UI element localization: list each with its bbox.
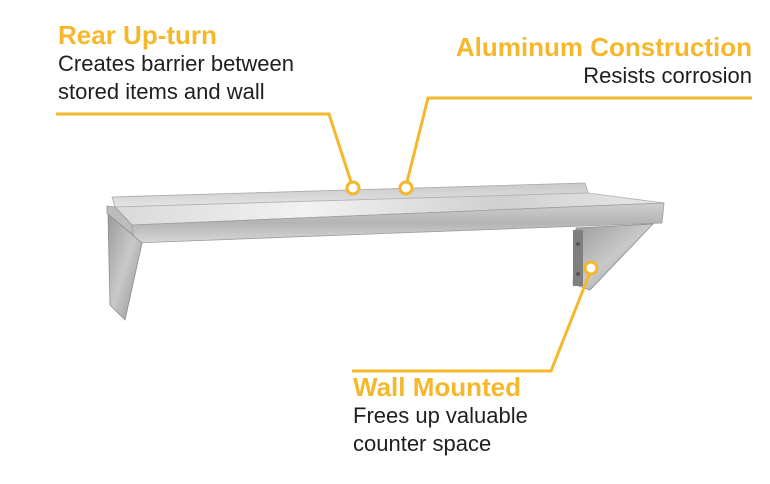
callout-description-line: Frees up valuable — [353, 403, 528, 428]
callout-description-line: counter space — [353, 431, 492, 456]
callout-title: Aluminum Construction — [455, 32, 752, 62]
callout-aluminum-construction: Aluminum Construction Resists corrosion — [456, 32, 752, 90]
callout-rear-upturn: Rear Up-turn Creates barrier between sto… — [58, 20, 294, 106]
rear-upturn-marker — [345, 180, 361, 196]
callout-title: Wall Mounted — [353, 372, 522, 402]
wall-mounted-marker — [583, 260, 599, 276]
aluminum-leader-line — [404, 96, 752, 187]
right-bracket — [572, 223, 654, 291]
wall-mounted-leader-line — [352, 269, 593, 373]
rear-upturn-leader-line — [56, 112, 355, 189]
callout-description-line: Creates barrier between — [58, 51, 295, 76]
callout-title: Rear Up-turn — [58, 20, 217, 50]
left-bracket — [107, 213, 143, 321]
callout-wall-mounted: Wall Mounted Frees up valuable counter s… — [353, 372, 528, 458]
callout-description-line: stored items and wall — [58, 79, 265, 104]
right-bracket-mount-plate — [573, 230, 583, 286]
bracket-screw-icon — [576, 242, 580, 246]
callout-description-line: Resists corrosion — [583, 63, 752, 88]
bracket-screw-icon — [576, 272, 580, 276]
aluminum-marker — [398, 180, 414, 196]
